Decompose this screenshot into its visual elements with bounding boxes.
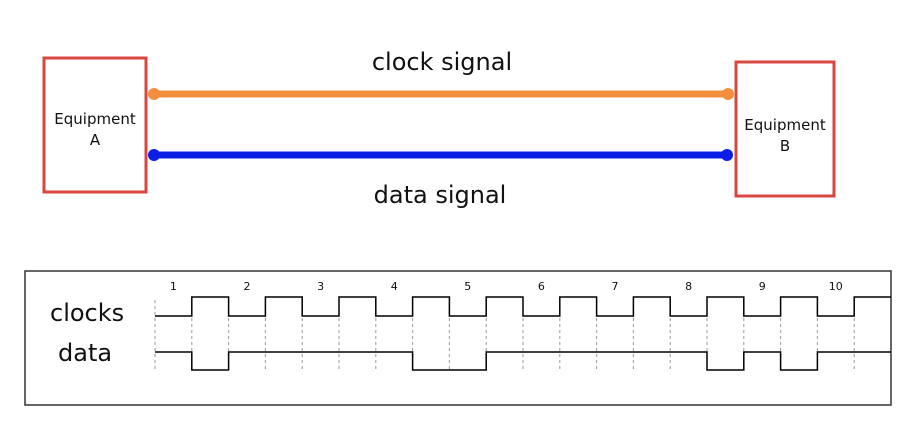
equipment-b: Equipment B bbox=[734, 60, 836, 198]
cycle-number-label: 2 bbox=[244, 280, 251, 293]
cycle-number-label: 3 bbox=[317, 280, 324, 293]
data-row-label: data bbox=[58, 339, 112, 367]
equipment-a: Equipment A bbox=[42, 56, 148, 194]
data-endpoint-b bbox=[721, 149, 733, 161]
equipment-b-box bbox=[734, 60, 836, 198]
equipment-a-line1: Equipment bbox=[54, 110, 136, 128]
clock-signal-label: clock signal bbox=[372, 48, 512, 76]
cycle-number-label: 7 bbox=[612, 280, 619, 293]
clock-endpoint-b bbox=[722, 88, 734, 100]
equipment-a-line2: A bbox=[90, 131, 101, 149]
data-endpoint-a bbox=[148, 149, 160, 161]
equipment-a-box bbox=[42, 56, 148, 194]
timing-tick-labels: 1 2 3 4 5 6 7 8 9 10 bbox=[170, 280, 843, 293]
timing-diagram: clocks data 1 2 3 4 5 6 7 8 9 10 bbox=[24, 270, 892, 406]
cycle-number-label: 5 bbox=[464, 280, 471, 293]
clocks-row-label: clocks bbox=[50, 299, 124, 327]
data-signal-line bbox=[148, 149, 733, 161]
data-signal-label: data signal bbox=[374, 181, 507, 209]
cycle-number-label: 4 bbox=[391, 280, 398, 293]
clock-endpoint-a bbox=[148, 88, 160, 100]
cycle-number-label: 6 bbox=[538, 280, 545, 293]
data-waveform bbox=[155, 351, 891, 371]
equipment-b-line2: B bbox=[780, 137, 790, 155]
clock-signal-line bbox=[148, 88, 734, 100]
equipment-b-line1: Equipment bbox=[744, 116, 826, 134]
cycle-number-label: 1 bbox=[170, 280, 177, 293]
clock-waveform bbox=[155, 296, 891, 317]
cycle-number-label: 8 bbox=[685, 280, 692, 293]
timing-panel-border bbox=[24, 270, 892, 406]
cycle-number-label: 9 bbox=[759, 280, 766, 293]
cycle-number-label: 10 bbox=[829, 280, 843, 293]
